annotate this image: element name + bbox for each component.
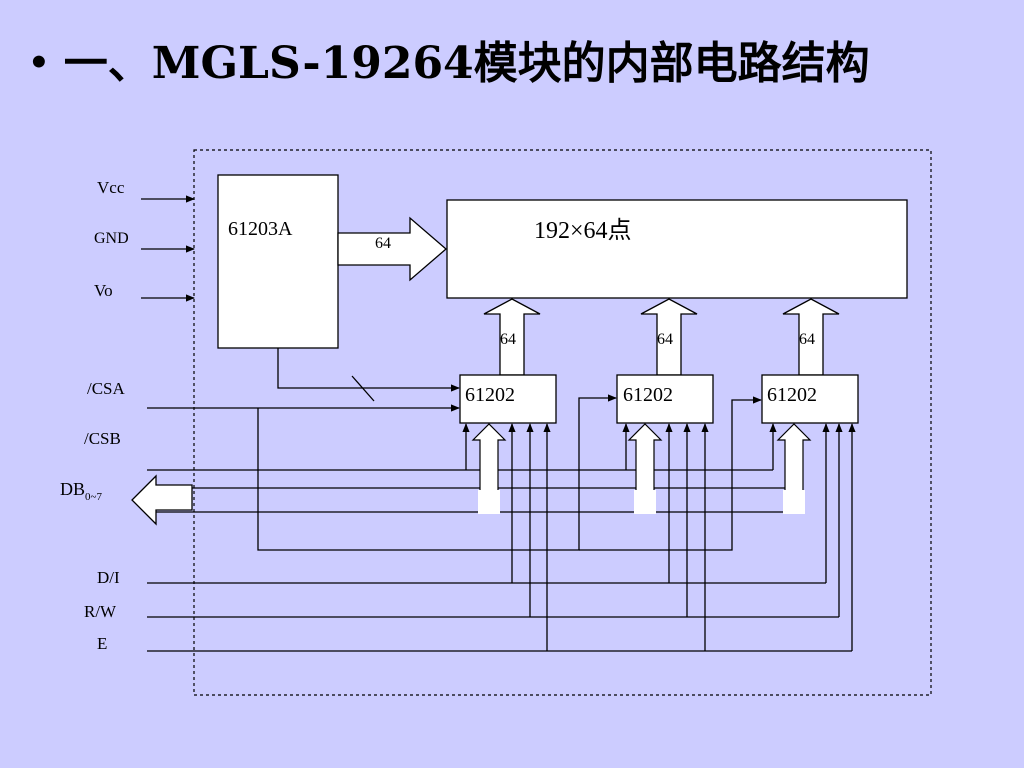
driver-3-data-arrow-mask [783, 490, 805, 514]
driver-chip-1-label: 61202 [465, 384, 515, 406]
driver-2-to-display-arrow [640, 298, 698, 376]
slide-title-text: 一、MGLS-19264模块的内部电路结构 [63, 38, 870, 89]
driver-1-data-arrow-mask [478, 490, 500, 514]
driver-3-bus-width: 64 [799, 331, 815, 348]
driver-chip-3 [761, 374, 859, 424]
cs-line-driver-2 [257, 394, 617, 551]
pin-label-gnd: GND [94, 230, 129, 247]
driver-3-to-display-arrow [782, 298, 840, 376]
driver-1-to-display-arrow [483, 298, 541, 376]
cs-line-driver-3 [579, 396, 762, 551]
pin-label-vcc: Vcc [97, 178, 125, 197]
controller-chip-label: 61203A [228, 218, 293, 240]
pin-label-db: DB0~7 [60, 479, 102, 503]
driver-2-data-arrow-mask [634, 490, 656, 514]
db-bus-arrow [131, 474, 193, 526]
slide-title: •一、MGLS-19264模块的内部电路结构 [28, 42, 870, 86]
driver-2-bus-width: 64 [657, 331, 673, 348]
lcd-display-panel [446, 199, 908, 299]
bullet-point: • [28, 43, 50, 83]
controller-chip [217, 174, 339, 349]
module-boundary [193, 149, 932, 696]
display-resolution-label: 192×64点 [534, 217, 632, 244]
driver-chip-2-label: 61202 [623, 384, 673, 406]
controller-bus-width: 64 [375, 235, 391, 252]
pin-label-di: D/I [97, 568, 120, 587]
pin-label-vo: Vo [94, 281, 113, 300]
pin-label-csa: /CSA [87, 379, 126, 398]
driver-chip-1 [459, 374, 557, 424]
controller-to-display-arrow [337, 216, 447, 282]
driver-chip-2 [616, 374, 714, 424]
bus-slash-mark [351, 375, 375, 402]
pin-label-rw: R/W [84, 602, 117, 621]
pin-label-e: E [97, 634, 107, 653]
driver-chip-3-label: 61202 [767, 384, 817, 406]
pin-label-csb: /CSB [84, 429, 121, 448]
controller-to-driver-bus [277, 348, 460, 392]
driver-1-bus-width: 64 [500, 331, 516, 348]
